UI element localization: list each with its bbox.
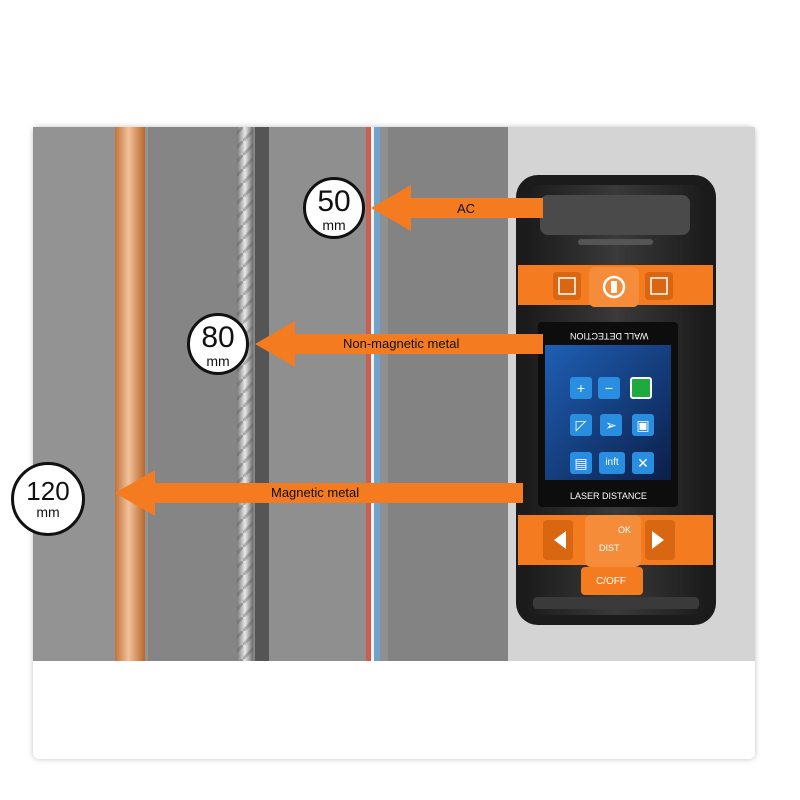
distance-badge-magnetic: 120 mm bbox=[11, 462, 85, 536]
minus-icon: − bbox=[598, 377, 620, 399]
copper-pipe bbox=[115, 127, 145, 661]
rebar-1-ribs bbox=[237, 127, 253, 661]
distance-value: 50 bbox=[317, 185, 351, 218]
wire-blue bbox=[374, 127, 380, 661]
ok-button-label: OK bbox=[618, 525, 632, 535]
plus-icon: + bbox=[570, 377, 592, 399]
distance-value: 80 bbox=[201, 321, 235, 354]
screen-title-laser-distance: LASER DISTANCE bbox=[570, 491, 647, 501]
arrow-ac bbox=[371, 185, 543, 231]
mute-icon: ✕ bbox=[632, 452, 654, 474]
dist-button-label: DIST bbox=[599, 543, 620, 553]
power-button-label: C/OFF bbox=[596, 576, 626, 587]
arrow-magnetic bbox=[115, 470, 523, 516]
wire-white bbox=[371, 127, 374, 661]
arrow-non-magnetic bbox=[255, 321, 543, 367]
wall-scanner-device bbox=[516, 175, 716, 625]
distance-unit: mm bbox=[322, 217, 346, 233]
wire-red bbox=[366, 127, 371, 661]
label-magnetic: Magnetic metal bbox=[271, 485, 360, 500]
distance-unit: mm bbox=[36, 504, 60, 520]
wall-scene: 50 mm 80 mm 120 mm AC Non-magnetic metal… bbox=[11, 127, 755, 661]
laser-icon: ➢ bbox=[600, 414, 622, 436]
distance-badge-ac: 50 mm bbox=[303, 177, 365, 239]
distance-badge-non-magnetic: 80 mm bbox=[187, 313, 249, 375]
green-square-icon bbox=[630, 377, 652, 399]
screen-title-wall-detection: WALL DETECTION bbox=[570, 331, 649, 341]
angle-icon: ◸ bbox=[570, 414, 592, 436]
wall-illustration bbox=[33, 127, 755, 661]
rebar-2-ribs bbox=[255, 127, 269, 661]
distance-unit: mm bbox=[206, 353, 230, 369]
level-icon: ▤ bbox=[570, 452, 592, 474]
save-icon: ▣ bbox=[632, 414, 654, 436]
distance-value: 120 bbox=[26, 476, 70, 506]
inft-icon: inft bbox=[599, 452, 625, 474]
label-ac: AC bbox=[457, 201, 476, 216]
product-card: 50 mm 80 mm 120 mm AC Non-magnetic metal… bbox=[11, 127, 755, 759]
label-non-magnetic: Non-magnetic metal bbox=[343, 336, 460, 351]
